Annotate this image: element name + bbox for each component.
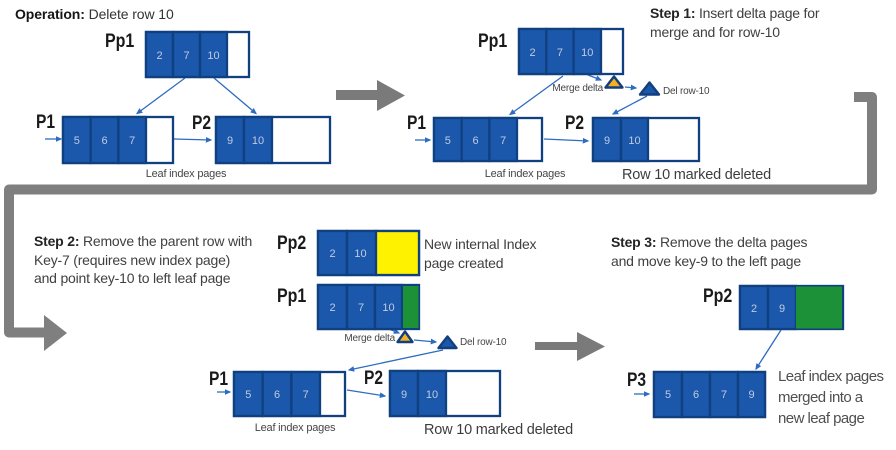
- svg-text:9: 9: [227, 135, 233, 147]
- svg-text:5: 5: [245, 389, 251, 401]
- svg-text:7: 7: [557, 47, 563, 59]
- svg-text:10: 10: [207, 50, 219, 62]
- svg-text:5: 5: [445, 135, 451, 147]
- svg-text:2: 2: [329, 302, 335, 314]
- svg-text:2: 2: [751, 303, 757, 315]
- svg-text:10: 10: [628, 135, 640, 147]
- svg-text:9: 9: [604, 135, 610, 147]
- svg-text:7: 7: [500, 135, 506, 147]
- svg-text:9: 9: [401, 389, 407, 401]
- svg-text:5: 5: [665, 389, 671, 401]
- svg-text:10: 10: [252, 135, 264, 147]
- svg-text:6: 6: [472, 135, 478, 147]
- svg-text:10: 10: [354, 248, 366, 260]
- svg-text:7: 7: [183, 50, 189, 62]
- svg-text:9: 9: [748, 389, 754, 401]
- svg-text:6: 6: [693, 389, 699, 401]
- svg-text:10: 10: [426, 389, 438, 401]
- svg-text:6: 6: [274, 389, 280, 401]
- svg-text:10: 10: [581, 47, 593, 59]
- svg-text:7: 7: [303, 389, 309, 401]
- svg-text:5: 5: [74, 135, 80, 147]
- svg-text:2: 2: [530, 47, 536, 59]
- svg-text:7: 7: [129, 135, 135, 147]
- svg-text:6: 6: [101, 135, 107, 147]
- svg-text:7: 7: [721, 389, 727, 401]
- svg-text:2: 2: [156, 50, 162, 62]
- svg-text:2: 2: [329, 248, 335, 260]
- svg-text:7: 7: [358, 302, 364, 314]
- svg-text:9: 9: [779, 303, 785, 315]
- svg-text:10: 10: [382, 302, 394, 314]
